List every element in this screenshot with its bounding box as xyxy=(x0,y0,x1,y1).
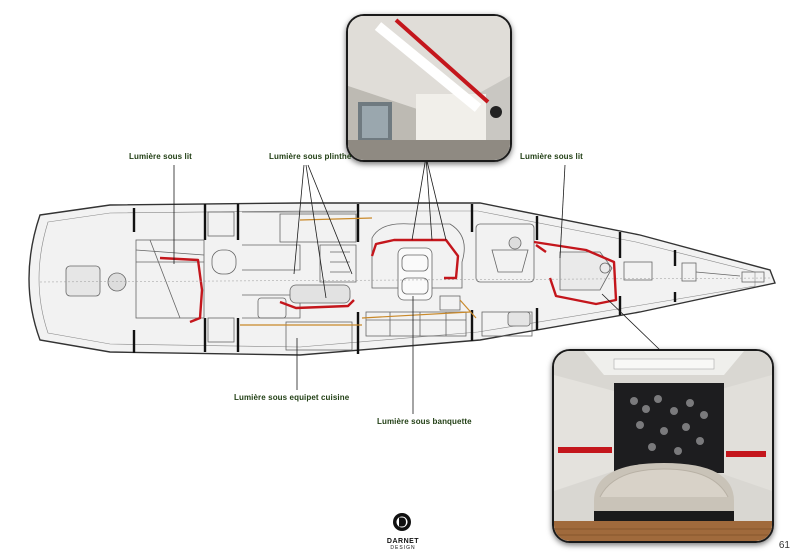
brand-logo-text: DARNET DESIGN xyxy=(386,538,420,551)
callout-leaders xyxy=(173,156,661,414)
page-number: 61 xyxy=(778,540,790,551)
label-bench-light: Lumière sous banquette xyxy=(377,417,472,426)
photo-saloon-ceiling xyxy=(346,14,512,162)
led-lights-amber xyxy=(240,217,477,326)
label-bed-light-fwd: Lumière sous lit xyxy=(520,152,583,161)
label-galley-light: Lumière sous equipet cuisine xyxy=(234,393,350,402)
darnet-logo-icon xyxy=(393,513,411,531)
label-bed-light-aft: Lumière sous lit xyxy=(129,152,192,161)
label-plinth-light: Lumière sous plinthe xyxy=(269,152,352,161)
photo-forward-cabin xyxy=(552,349,774,543)
